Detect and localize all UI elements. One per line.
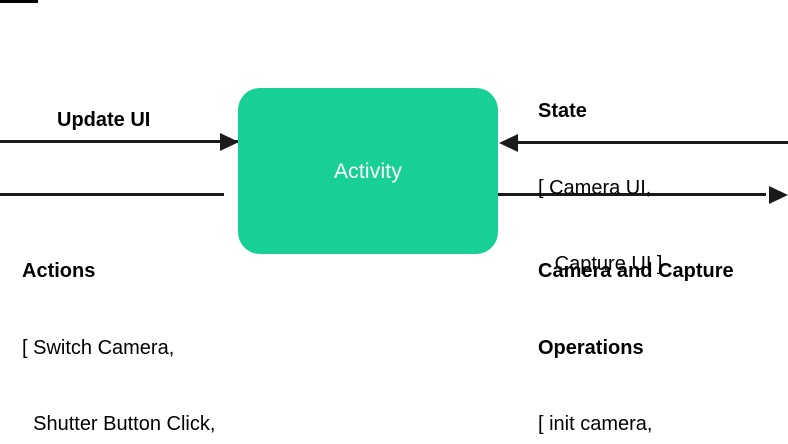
- operations-heading-line2: Operations: [538, 336, 644, 359]
- flow-line-operations: [496, 193, 766, 196]
- text-block-state: State [ Camera UI, Capture UI ]: [538, 48, 663, 329]
- actions-item: [ Switch Camera,: [22, 336, 175, 359]
- activity-node: Activity: [238, 88, 498, 254]
- activity-node-label: Activity: [333, 159, 403, 183]
- text-block-actions: Actions [ Switch Camera, Shutter Button …: [22, 208, 264, 444]
- operations-heading-line1: Camera and Capture: [538, 260, 734, 282]
- flow-label-update-ui: Update UI: [57, 109, 151, 131]
- actions-heading: Actions: [22, 260, 96, 282]
- arrowhead-left-state: [499, 133, 518, 152]
- actions-item: Shutter Button Click,: [22, 413, 216, 435]
- operations-item: [ init camera,: [538, 413, 653, 435]
- text-block-operations: Camera and Capture Operations [ init cam…: [538, 208, 734, 444]
- flow-line-actions: [0, 193, 224, 196]
- flow-line-state: [512, 141, 788, 144]
- state-item: [ Camera UI,: [538, 176, 652, 199]
- flow-line-update-ui: [0, 140, 240, 143]
- crop-mark: [0, 0, 38, 3]
- arrowhead-right-operations: [769, 185, 788, 204]
- state-heading: State: [538, 100, 587, 122]
- state-item: Capture UI ]: [538, 253, 663, 275]
- arrowhead-right-actions: [220, 132, 239, 151]
